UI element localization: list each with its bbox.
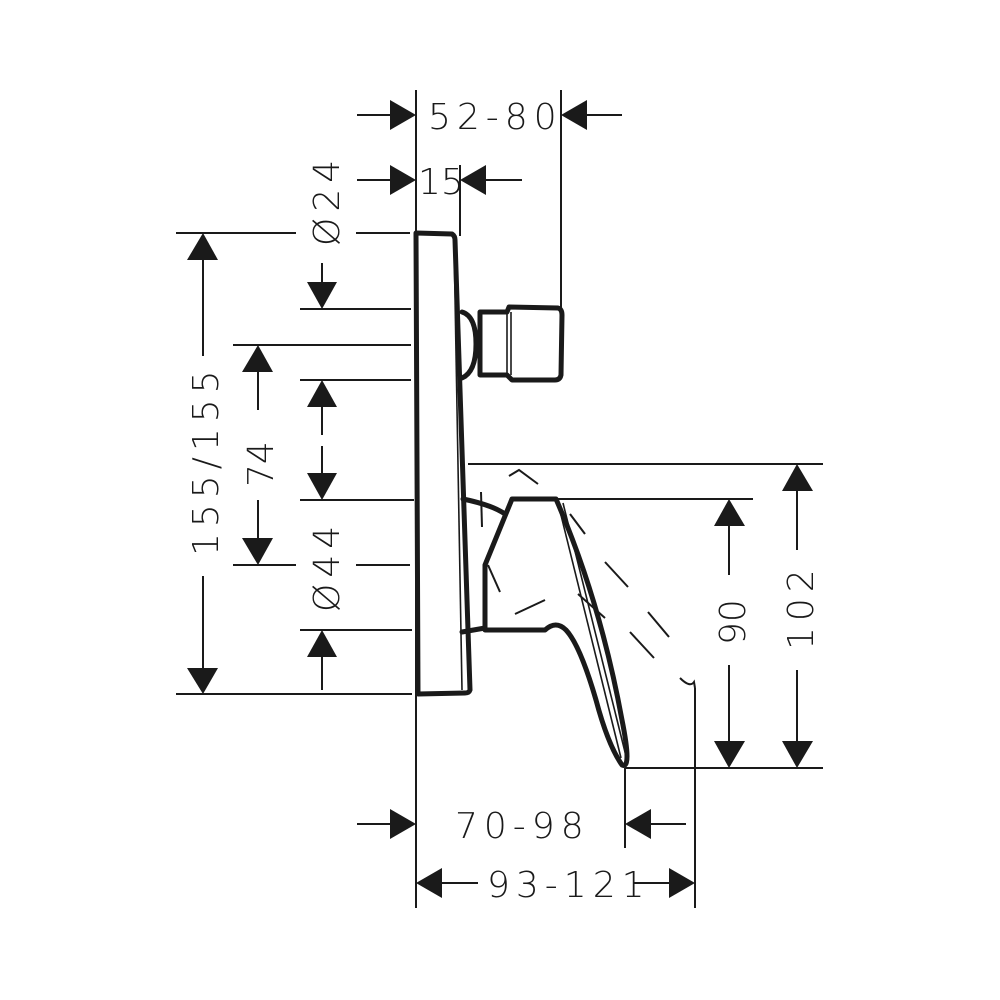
dimension-93-121: 93-121 <box>416 865 695 906</box>
dim-label-15: 15 <box>418 162 464 203</box>
diverter-knob <box>459 304 565 383</box>
dim-label-74: 74 <box>241 441 282 487</box>
dimension-70-98: 70-98 <box>357 806 686 847</box>
dimension-52-80: 52-80 <box>357 97 622 138</box>
dimension-15: 15 <box>357 162 522 203</box>
dimension-155-155: 155/155 <box>186 233 227 694</box>
dimension-74: 74 <box>241 345 282 565</box>
dim-label-dia-24: Ø24 <box>307 154 348 246</box>
dim-label-70-98: 70-98 <box>455 806 590 847</box>
dim-label-90: 90 <box>713 599 754 645</box>
dim-label-93-121: 93-121 <box>487 865 651 906</box>
extension-lines <box>176 90 823 908</box>
lever-handle <box>459 468 696 768</box>
dim-label-102: 102 <box>781 563 822 650</box>
dimension-dia-44: Ø44 <box>307 380 348 690</box>
dimension-dia-24: Ø24 <box>307 154 348 309</box>
dimension-102: 102 <box>781 464 822 768</box>
dim-label-dia-44: Ø44 <box>307 520 348 612</box>
dimension-90: 90 <box>713 499 754 768</box>
wall-plate <box>413 230 473 697</box>
dim-label-52-80: 52-80 <box>428 97 563 138</box>
dim-label-155-155: 155/155 <box>186 364 227 556</box>
